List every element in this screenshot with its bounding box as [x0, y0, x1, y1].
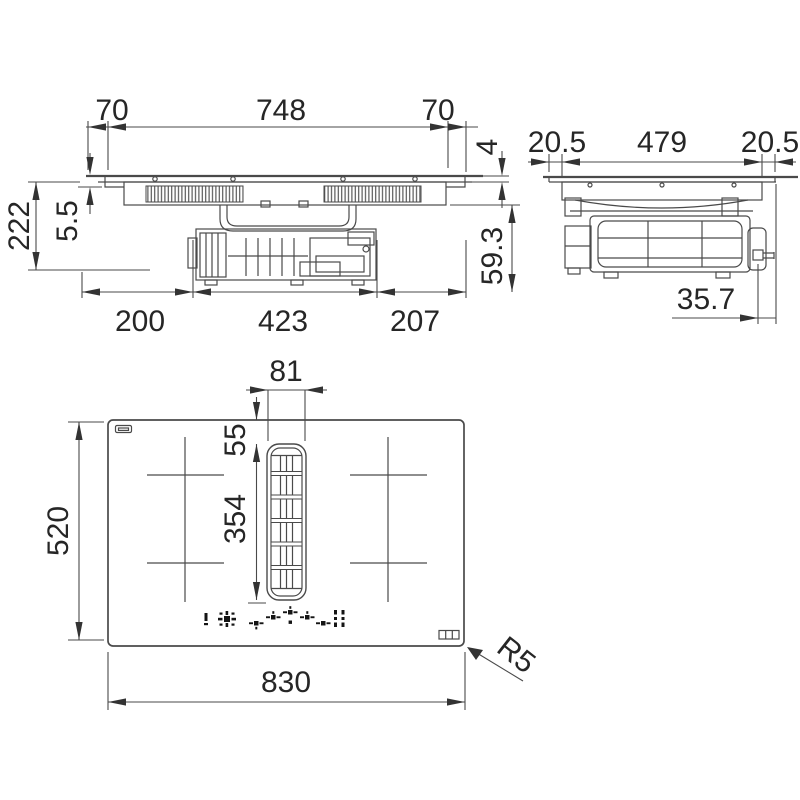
dim-label-front-bottom-right: 207	[390, 305, 440, 338]
screw-icon	[587, 182, 593, 188]
front-left-grille	[145, 185, 244, 203]
screw-icon	[412, 176, 418, 182]
zone-nav-icon	[266, 611, 281, 620]
fan-boost-icon	[218, 611, 236, 627]
dim-label-side-top-left: 20.5	[528, 126, 586, 159]
screw-icon	[659, 182, 665, 188]
dim-label-front-top-width: 748	[256, 94, 306, 127]
front-view: 70 748 70 4 5.5 222	[3, 94, 520, 338]
side-view: 20.5 479 20.5 35.7	[528, 126, 799, 324]
front-right-grille	[323, 185, 422, 203]
dim-label-front-under-depth: 59.3	[476, 227, 509, 285]
dim-label-grille-offset: 55	[219, 423, 252, 456]
screw-icon	[230, 176, 236, 182]
dim-front-lip: 5.5	[51, 153, 102, 242]
dim-plan-corner-radius: R5	[467, 630, 542, 682]
dim-label-grille-length: 354	[219, 494, 252, 544]
screw-icon	[152, 176, 158, 182]
screw-icon	[731, 182, 737, 188]
dim-label-front-bottom-left: 200	[115, 305, 165, 338]
dim-label-glass-thickness: 4	[471, 139, 504, 156]
screw-icon	[340, 176, 346, 182]
dim-side-rear-offset: 35.7	[672, 184, 777, 324]
front-motor-box	[195, 228, 377, 281]
zone-nav-icon	[300, 611, 315, 620]
dim-front-under-depth: 59.3	[450, 204, 520, 292]
zone-nav-icon	[316, 621, 331, 626]
dim-label-side-top-width: 479	[637, 126, 687, 159]
dim-front-top: 70 748 70	[86, 94, 478, 172]
dim-label-plan-width: 830	[261, 666, 311, 699]
dim-label-grille-width: 81	[269, 355, 302, 388]
dim-plan-depth: 520	[42, 421, 104, 641]
dim-front-bottom: 200 423 207	[81, 240, 467, 338]
dim-label-front-lip: 5.5	[51, 200, 84, 242]
control-display	[438, 629, 460, 640]
side-motor-box	[589, 215, 751, 273]
dim-plan-width: 830	[107, 652, 466, 710]
dim-plan-grille-width: 81	[246, 355, 327, 441]
dim-side-top: 20.5 479 20.5	[528, 126, 799, 176]
level-dots-icon	[334, 610, 345, 627]
touch-controls	[204, 606, 345, 630]
brand-logo	[114, 424, 133, 434]
dim-label-front-bottom-center: 423	[258, 305, 308, 338]
zone-nav-center-icon	[283, 606, 298, 624]
power-icon	[204, 613, 208, 626]
dim-label-plan-depth: 520	[42, 506, 75, 556]
hob-outline	[107, 419, 465, 647]
dim-label-corner-radius: R5	[491, 630, 542, 680]
dim-label-front-height: 222	[3, 201, 36, 251]
dim-label-front-top-left: 70	[95, 94, 128, 127]
dim-label-side-rear-offset: 35.7	[677, 283, 735, 316]
dim-plan-grille-length: 55 354	[219, 397, 266, 604]
dim-front-height: 222	[3, 181, 150, 271]
extractor-grille	[266, 443, 307, 601]
dim-label-side-top-right: 20.5	[741, 126, 799, 159]
dim-label-front-top-right: 70	[421, 94, 454, 127]
plan-view: 81 55 354 520 830	[42, 355, 541, 710]
cooking-zone-markers-right	[350, 437, 427, 602]
dim-front-glass-thickness: 4	[470, 139, 509, 208]
cooking-zone-markers-left	[147, 437, 224, 602]
zone-nav-icon	[249, 621, 264, 630]
